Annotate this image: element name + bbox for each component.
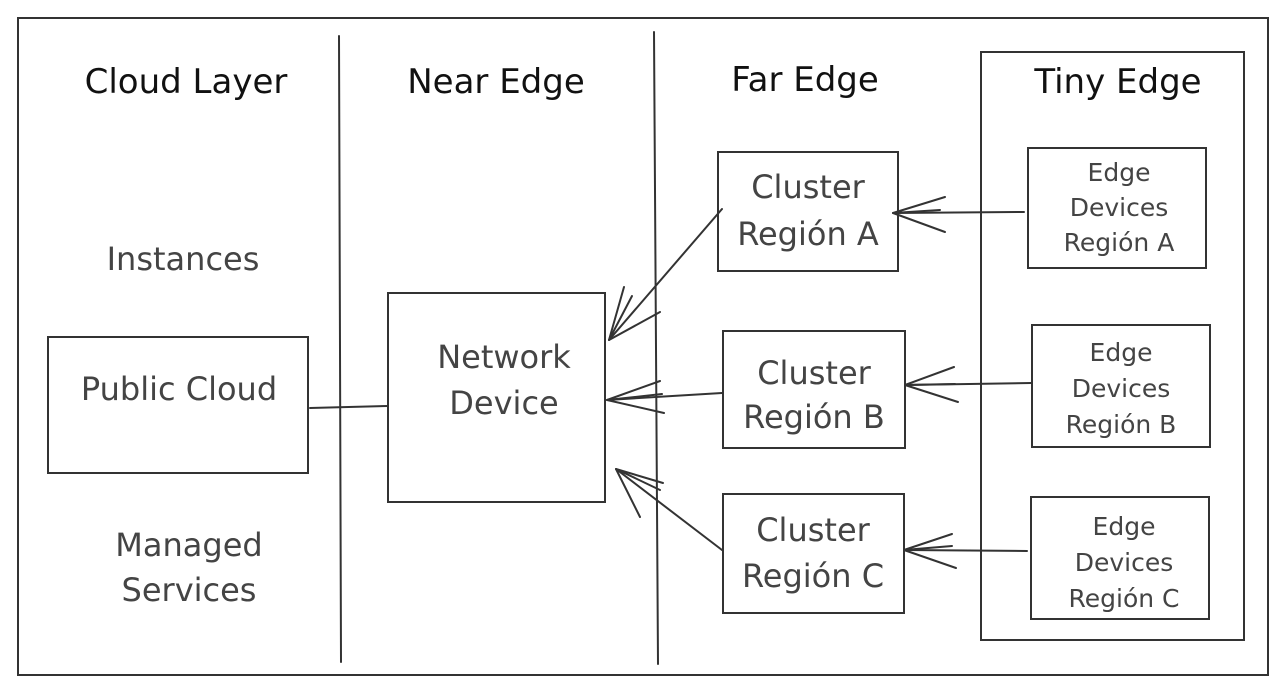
divider-near-far — [653, 31, 659, 665]
edge-devices-label-a-line2: Devices — [1070, 193, 1169, 222]
column-header-far-edge: Far Edge — [731, 60, 879, 100]
network-device-label-line2: Device — [449, 384, 558, 422]
cluster-label-c-line1: Cluster — [756, 511, 870, 549]
column-header-cloud-layer: Cloud Layer — [85, 62, 288, 102]
network-device-box — [387, 292, 606, 503]
network-device-label-line1: Network — [437, 338, 571, 376]
cluster-label-a-line1: Cluster — [751, 168, 865, 206]
edge-devices-box-a — [1027, 147, 1207, 269]
cluster-label-b-line2: Región B — [743, 398, 885, 436]
edge-devices-label-b-line2: Devices — [1072, 374, 1171, 403]
arrow-edge-devices-c-to-cluster-c — [903, 533, 1028, 569]
edge-devices-label-b-line3: Región B — [1066, 410, 1177, 439]
arrow-cluster-a-to-network-device — [608, 208, 723, 341]
arrow-edge-devices-a-to-cluster-a — [892, 196, 1025, 233]
cluster-box-b — [722, 330, 906, 449]
divider-cloud-near — [338, 35, 342, 663]
edge-devices-label-c-line2: Devices — [1075, 548, 1174, 577]
arrow-edge-devices-b-to-cluster-b — [904, 366, 1032, 403]
arrow-cluster-c-to-network-device — [615, 468, 723, 551]
public-cloud-box — [47, 336, 309, 474]
cluster-label-b-line1: Cluster — [757, 354, 871, 392]
cluster-box-a — [717, 151, 899, 272]
column-header-tiny-edge: Tiny Edge — [1033, 62, 1201, 102]
instances-label: Instances — [107, 240, 260, 278]
edge-devices-label-a-line3: Región A — [1064, 228, 1175, 257]
public-cloud-label: Public Cloud — [81, 370, 277, 408]
edge-devices-label-a-line1: Edge — [1088, 158, 1151, 187]
connector-public-cloud-network-device — [309, 405, 389, 409]
edge-devices-label-c-line3: Región C — [1069, 584, 1180, 613]
cluster-box-c — [722, 493, 905, 614]
edge-devices-label-c-line1: Edge — [1093, 512, 1156, 541]
managed-services-label-line2: Services — [122, 571, 257, 609]
edge-devices-box-b — [1031, 324, 1211, 448]
edge-devices-label-b-line1: Edge — [1090, 338, 1153, 367]
managed-services-label-line1: Managed — [115, 526, 262, 564]
cluster-label-a-line2: Región A — [737, 215, 879, 253]
cluster-label-c-line2: Región C — [742, 557, 884, 595]
arrow-cluster-b-to-network-device — [606, 380, 723, 414]
edge-devices-box-c — [1030, 496, 1210, 620]
column-header-near-edge: Near Edge — [407, 62, 585, 102]
